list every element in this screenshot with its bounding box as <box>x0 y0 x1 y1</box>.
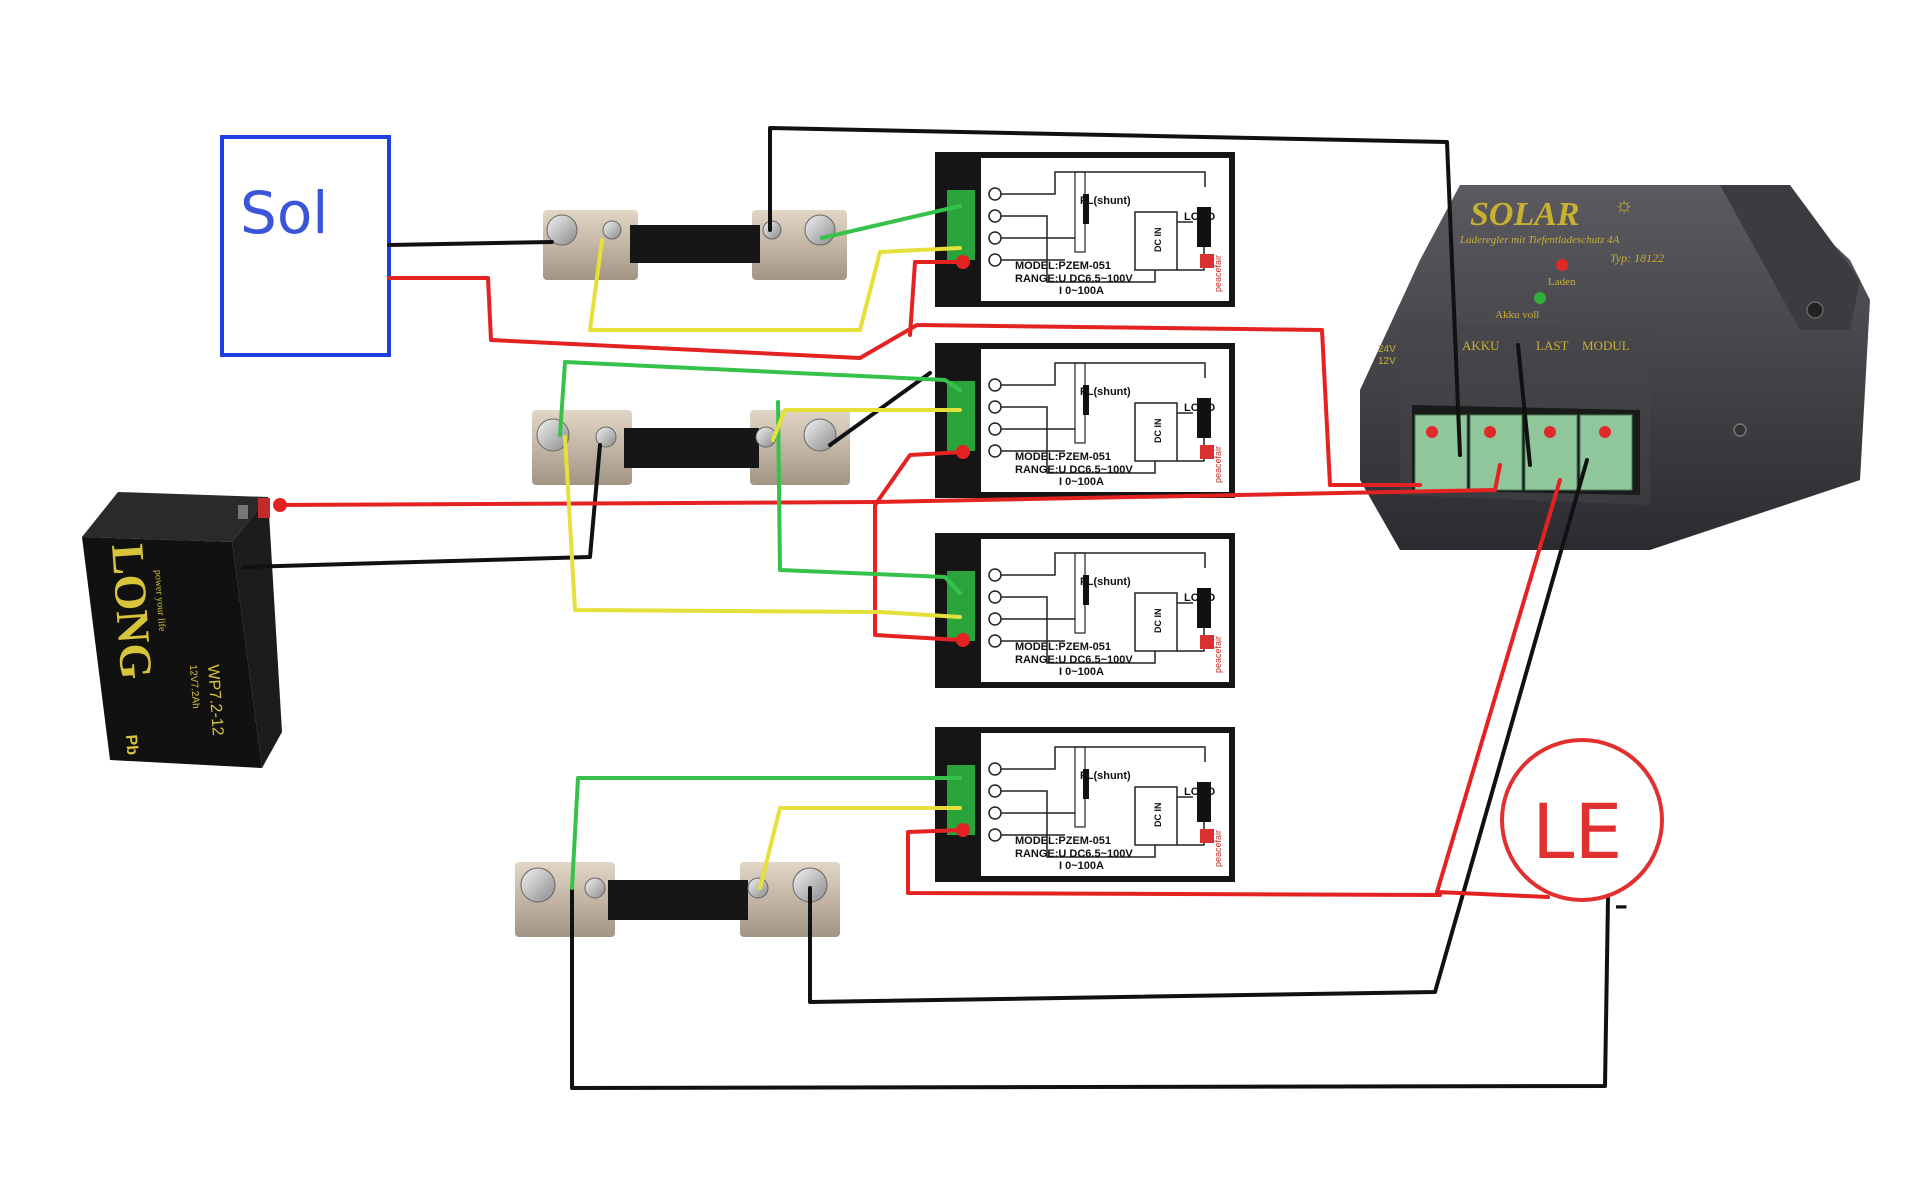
wire-red-meter1 <box>908 260 965 337</box>
controller-title: SOLAR <box>1470 196 1580 233</box>
meter-4-dcin-label: DC IN <box>1153 803 1163 828</box>
terminal-last-label: LAST <box>1536 338 1569 353</box>
mount-hole-icon <box>1806 301 1824 319</box>
sun-icon: ☼ <box>1614 192 1634 217</box>
wire-battery-negative <box>242 443 602 569</box>
voltage-24v-label: 24V <box>1378 344 1396 355</box>
wire-green-shunt2-meter3 <box>776 400 962 595</box>
sol-box <box>220 135 391 357</box>
wire-green-shunt1-meter1 <box>820 204 962 240</box>
battery-spec: 12V7.2Ah <box>187 664 201 709</box>
wire-green-meter2-shunt2 <box>558 360 962 437</box>
battery-tagline: power your life <box>152 569 167 632</box>
meter-4-model: MODEL:PZEM-051 <box>1015 835 1111 847</box>
meter-2-dcin-label: DC IN <box>1153 419 1163 444</box>
wire-red-meter2-meter3 <box>873 450 965 642</box>
meter-4-range-u: RANGE:U DC6.5~100V <box>1015 848 1133 860</box>
controller-typ: Typ: 18122 <box>1610 251 1664 265</box>
meter-4-load-label: LOAD <box>1184 786 1215 798</box>
wire-black-controller-shunt3 <box>808 458 1589 1004</box>
meter-3-load-label: LOAD <box>1184 592 1215 604</box>
wire-yellow-meter2-shunt2 <box>771 408 962 442</box>
meter-4-range-i: I 0~100A <box>1059 860 1104 872</box>
meter-1-range-u: RANGE:U DC6.5~100V <box>1015 273 1133 285</box>
battery-positive-terminal <box>273 498 287 512</box>
meter-1-shunt-label: FL(shunt) <box>1080 195 1131 207</box>
meter-1-red-terminal <box>956 255 970 269</box>
meter-2-red-terminal <box>956 445 970 459</box>
meter-2-range-u: RANGE:U DC6.5~100V <box>1015 464 1133 476</box>
meter-1-dcin-label: DC IN <box>1153 228 1163 253</box>
meter-2-load-label: LOAD <box>1184 402 1215 414</box>
le-load-circle <box>1500 738 1664 902</box>
meter-1-range-i: I 0~100A <box>1059 285 1104 297</box>
shunt-3 <box>515 862 840 937</box>
wire-green-meter4-shunt3 <box>570 776 962 890</box>
terminal-akku-label: AKKU <box>1462 338 1500 353</box>
battery-brand: LONG <box>102 542 162 681</box>
shunt-2 <box>532 410 850 485</box>
led-laden-label: Laden <box>1548 276 1576 288</box>
power-meter-1: FL(shunt) LOAD DC IN peacefair MODEL:PZE… <box>934 151 1236 308</box>
screw-icon <box>1733 423 1747 437</box>
meter-2-brand: peacefair <box>1213 446 1223 483</box>
wire-yellow-meter1-shunt1 <box>588 238 962 332</box>
wire-black-controller-last <box>1516 343 1532 467</box>
wire-yellow-meter3-shunt2 <box>563 435 962 619</box>
power-meter-2: FL(shunt) LOAD DC IN peacefair MODEL:PZE… <box>934 342 1236 499</box>
meter-3-dcin-label: DC IN <box>1153 609 1163 634</box>
wires <box>242 126 1610 1090</box>
led-laden <box>1556 259 1568 271</box>
meter-4-shunt-label: FL(shunt) <box>1080 770 1131 782</box>
power-meter-3: FL(shunt) LOAD DC IN peacefair MODEL:PZE… <box>934 532 1236 689</box>
solar-charge-controller: SOLAR ☼ Laderegler mit Tiefentladeschutz… <box>1360 185 1870 550</box>
meter-3-model: MODEL:PZEM-051 <box>1015 641 1111 653</box>
wire-yellow-meter4-shunt3 <box>758 806 962 890</box>
meter-2-range-i: I 0~100A <box>1059 476 1104 488</box>
le-negative-label: - <box>1614 882 1628 928</box>
wire-black-top-to-controller <box>768 126 1462 457</box>
wire-sol-positive-to-modul <box>387 276 1422 487</box>
wire-battery-positive-to-akku <box>276 463 1502 507</box>
battery: LONG power your life WP7.2-12 12V7.2Ah P… <box>82 492 282 768</box>
shunt-1 <box>543 210 847 280</box>
battery-chem: Pb <box>122 734 140 756</box>
wire-sol-negative <box>387 240 554 247</box>
controller-subtitle: Laderegler mit Tiefentladeschutz 4A <box>1459 234 1620 246</box>
led-akku-voll-label: Akku voll <box>1495 309 1539 321</box>
wire-red-meter4-le <box>906 828 1442 897</box>
meter-1-model: MODEL:PZEM-051 <box>1015 260 1111 272</box>
battery-model: WP7.2-12 <box>204 664 226 736</box>
led-akku-voll <box>1534 292 1546 304</box>
meter-3-range-i: I 0~100A <box>1059 666 1104 678</box>
terminal-modul-label: MODUL <box>1582 338 1630 353</box>
meter-3-shunt-label: FL(shunt) <box>1080 576 1131 588</box>
le-label: LE <box>1532 787 1622 876</box>
meter-1-brand: peacefair <box>1213 255 1223 292</box>
wire-red-controller-le <box>1435 478 1562 899</box>
meter-4-red-terminal <box>956 823 970 837</box>
meter-3-red-terminal <box>956 633 970 647</box>
meter-2-model: MODEL:PZEM-051 <box>1015 451 1111 463</box>
meter-3-brand: peacefair <box>1213 636 1223 673</box>
wire-le-negative-return <box>570 888 1610 1090</box>
meter-2-shunt-label: FL(shunt) <box>1080 386 1131 398</box>
sol-label: Sol <box>240 179 328 247</box>
meter-4-brand: peacefair <box>1213 830 1223 867</box>
meter-1-load-label: LOAD <box>1184 211 1215 223</box>
voltage-12v-label: 12V <box>1378 356 1396 367</box>
meter-3-range-u: RANGE:U DC6.5~100V <box>1015 654 1133 666</box>
power-meter-4: FL(shunt) LOAD DC IN peacefair MODEL:PZE… <box>934 726 1236 883</box>
